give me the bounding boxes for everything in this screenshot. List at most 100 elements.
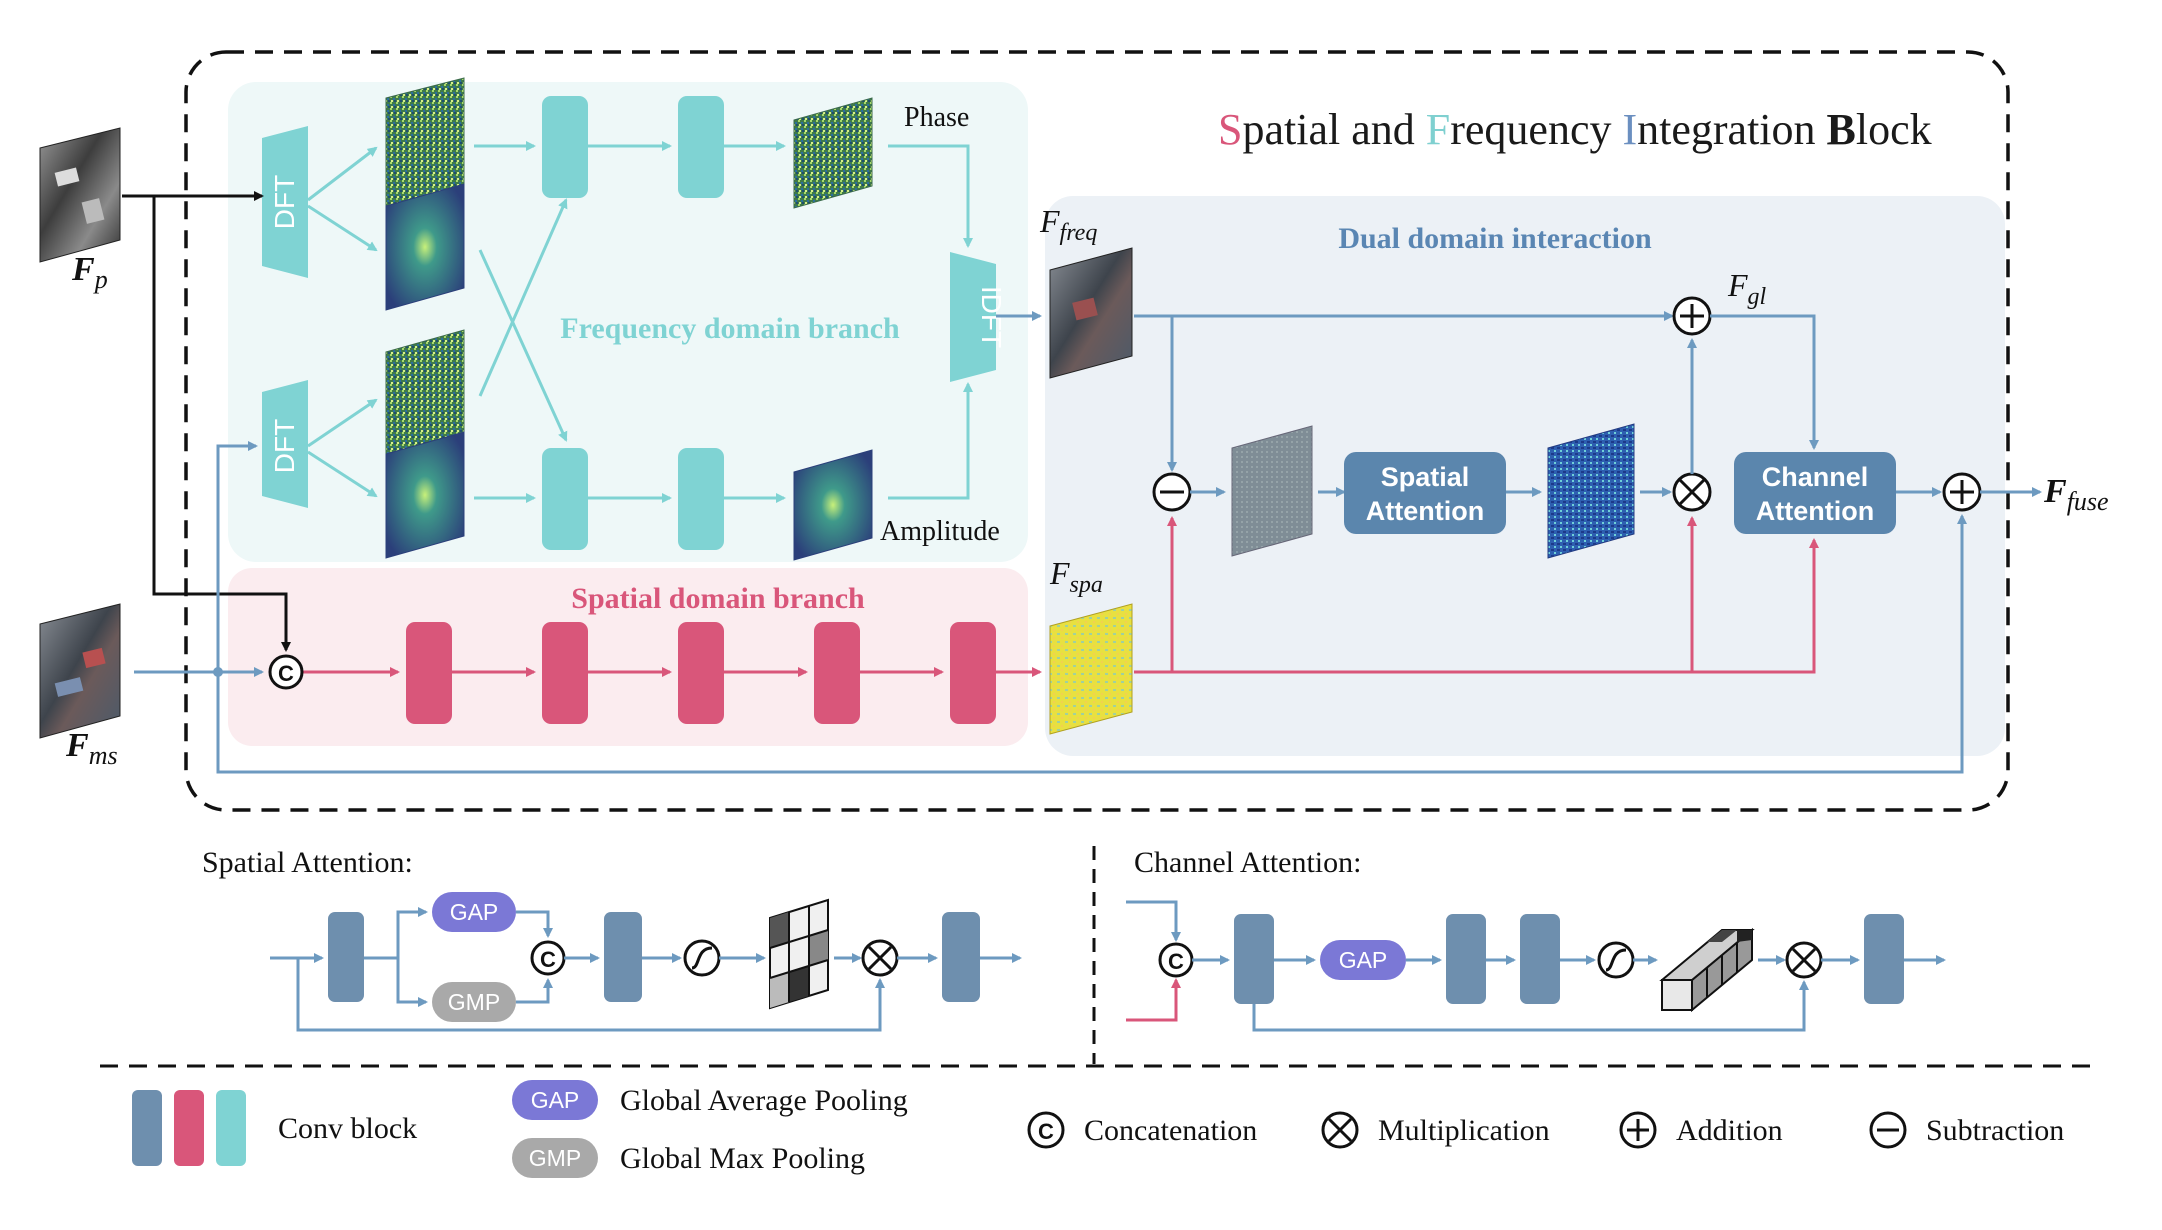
spatial-attention-block: Spatial Attention — [1344, 452, 1506, 534]
legend-addition-text: Addition — [1676, 1114, 1783, 1147]
arrow — [1126, 900, 1181, 942]
gap-text: GAP — [1339, 947, 1388, 973]
title-letter-f: F — [1426, 105, 1450, 154]
fspa-channel-arrow — [1134, 538, 1819, 674]
gmp-badge: GMP — [432, 982, 516, 1022]
arrow — [516, 978, 553, 1004]
arrow — [1710, 314, 1819, 450]
block-title: Spatial and Frequency Integration Block — [1218, 105, 1932, 154]
fms-main: F — [65, 727, 89, 764]
conv-block — [1234, 914, 1274, 1004]
title-letter-s: S — [1218, 105, 1242, 154]
freq-conv-block — [542, 448, 588, 550]
sigmoid-icon — [683, 939, 721, 977]
legend-gap-badge-text: GAP — [531, 1087, 580, 1113]
addition-symbol — [1672, 296, 1712, 336]
ffuse-main: F — [2043, 473, 2067, 510]
title-letter-b: B — [1827, 105, 1856, 154]
conv-block — [328, 912, 364, 1002]
freq-conv-block — [678, 96, 724, 198]
channel-attention-detail-title: Channel Attention: — [1134, 846, 1361, 879]
conv-block — [1446, 914, 1486, 1004]
fms-dft-arrow — [216, 441, 258, 672]
ffreq-sub: freq — [1060, 220, 1098, 246]
input-fp-image — [39, 127, 121, 263]
idft-block: IDFT — [950, 252, 1007, 382]
legend-gmp-badge: GMP — [512, 1138, 598, 1178]
phase-label: Phase — [904, 102, 969, 133]
legend-concat-text: Concatenation — [1084, 1114, 1257, 1147]
multiplication-symbol — [861, 939, 899, 977]
legend-conv-teal — [216, 1090, 246, 1166]
spatial-conv-block — [814, 622, 860, 724]
arrow — [364, 907, 428, 960]
concat-symbol: C — [268, 654, 304, 690]
legend-conv-text: Conv block — [278, 1112, 417, 1145]
concat-text: C — [278, 661, 294, 686]
freq-conv-block — [678, 448, 724, 550]
fp-concat-arrow — [152, 196, 291, 652]
legend-gmp-text: Global Max Pooling — [620, 1142, 865, 1175]
title-part: ntegration — [1637, 105, 1826, 154]
arrow — [516, 910, 553, 938]
multiplication-symbol — [1672, 472, 1712, 512]
spatial-conv-block — [678, 622, 724, 724]
amplitude-label: Amplitude — [880, 516, 1000, 547]
ffuse-label: Ffuse — [2043, 473, 2109, 516]
difference-feature-map — [1231, 425, 1313, 557]
arrow — [307, 146, 378, 202]
fspa-label: Fspa — [1049, 555, 1103, 598]
channel-attention-text1: Channel — [1762, 462, 1869, 492]
dft-text-top: DFT — [269, 175, 300, 229]
residual-arrow — [296, 958, 885, 1032]
cross-arrow — [478, 249, 568, 442]
amplitude-map-bottom — [385, 431, 465, 559]
spatial-branch-label: Spatial domain branch — [571, 582, 865, 615]
spatial-attention-detail-title: Spatial Attention: — [202, 846, 413, 879]
spatial-attention-text2: Attention — [1366, 496, 1484, 526]
spatial-attention-text1: Spatial — [1381, 462, 1470, 492]
dual-domain-region — [1045, 196, 2005, 756]
legend-gmp-badge-text: GMP — [529, 1145, 581, 1171]
fgl-sub: gl — [1748, 284, 1767, 310]
arrow — [888, 382, 973, 500]
fgl-main: F — [1727, 267, 1748, 303]
ffuse-sub: fuse — [2067, 487, 2109, 516]
legend-addition-symbol — [1619, 1111, 1657, 1149]
cross-arrow — [478, 198, 568, 397]
concat-text: C — [540, 947, 556, 972]
legend-concat-letter: C — [1038, 1119, 1054, 1144]
arrow — [307, 450, 378, 498]
concat-symbol: C — [530, 940, 566, 976]
gmp-text: GMP — [448, 989, 500, 1015]
arrow — [396, 958, 428, 1007]
title-part: patial and — [1242, 105, 1425, 154]
freq-conv-block — [542, 96, 588, 198]
arrow — [1126, 978, 1181, 1022]
conv-block — [1520, 914, 1560, 1004]
channel-weight-vector — [1659, 927, 1755, 1013]
gap-badge: GAP — [1320, 940, 1406, 980]
fms-sub: ms — [89, 741, 118, 770]
legend-gap-text: Global Average Pooling — [620, 1084, 908, 1117]
spatial-conv-block — [542, 622, 588, 724]
title-letter-i: I — [1622, 105, 1637, 154]
concat-text: C — [1168, 949, 1184, 974]
ffreq-feature-map — [1049, 247, 1133, 379]
fp-label: Fp — [71, 251, 108, 294]
dft-text-bottom: DFT — [269, 419, 300, 473]
attention-feature-map — [1547, 423, 1635, 559]
fp-main: F — [71, 251, 95, 288]
amplitude-output-map — [793, 449, 873, 561]
channel-attention-block: Channel Attention — [1734, 452, 1896, 534]
gap-badge: GAP — [432, 892, 516, 932]
dft-block-bottom: DFT — [262, 380, 308, 508]
ffreq-main: F — [1039, 203, 1060, 239]
title-part: lock — [1856, 105, 1932, 154]
fspa-feature-map — [1049, 603, 1133, 735]
ffreq-label: Ffreq — [1039, 203, 1097, 246]
conv-block — [604, 912, 642, 1002]
legend-conv-steel — [132, 1090, 162, 1166]
final-addition-symbol — [1942, 472, 1982, 512]
